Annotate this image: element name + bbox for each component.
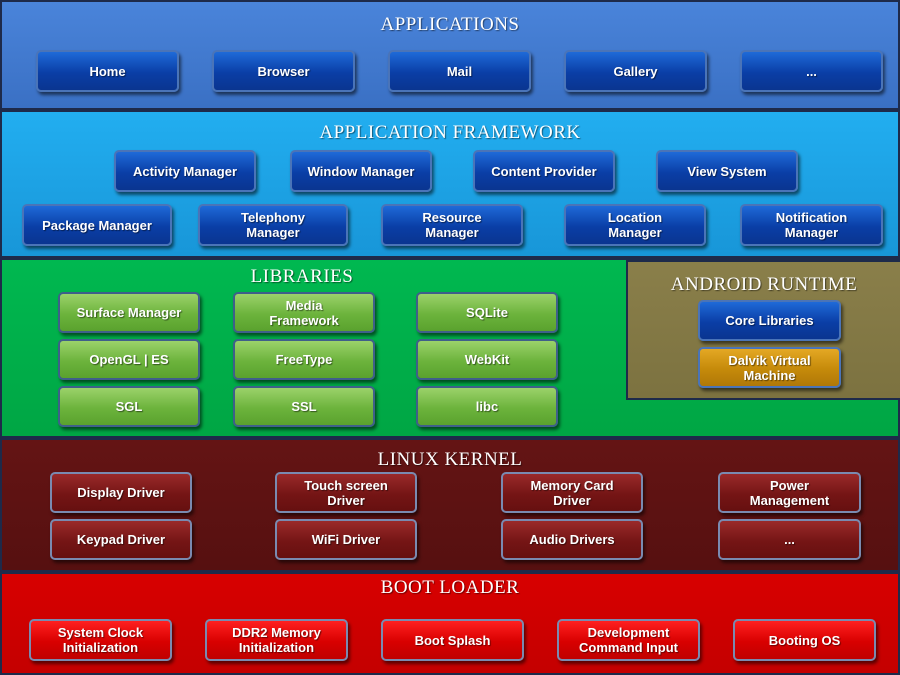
telephony-manager[interactable]: Telephony Manager (198, 204, 348, 246)
applications-title: APPLICATIONS (380, 14, 520, 35)
sqlite[interactable]: SQLite (416, 292, 558, 333)
dalvik-vm[interactable]: Dalvik Virtual Machine (698, 347, 841, 388)
bootloader-layer: BOOT LOADER System Clock Initialization … (0, 572, 900, 675)
system-clock-init[interactable]: System Clock Initialization (29, 619, 172, 661)
applications-layer: APPLICATIONS Home Browser Mail Gallery .… (0, 0, 900, 110)
bootloader-title: BOOT LOADER (380, 577, 520, 598)
app-home[interactable]: Home (36, 50, 179, 92)
app-gallery[interactable]: Gallery (564, 50, 707, 92)
audio-drivers[interactable]: Audio Drivers (501, 519, 643, 560)
boot-splash[interactable]: Boot Splash (381, 619, 524, 661)
ddr2-memory-init[interactable]: DDR2 Memory Initialization (205, 619, 348, 661)
resource-manager[interactable]: Resource Manager (381, 204, 523, 246)
libraries-layer: LIBRARIES Surface Manager Media Framewor… (0, 258, 900, 438)
framework-title: APPLICATION FRAMEWORK (319, 122, 581, 143)
location-manager[interactable]: Location Manager (564, 204, 706, 246)
booting-os[interactable]: Booting OS (733, 619, 876, 661)
runtime-title: ANDROID RUNTIME (670, 274, 858, 295)
runtime-panel: ANDROID RUNTIME Core Libraries Dalvik Vi… (626, 260, 900, 400)
app-more[interactable]: ... (740, 50, 883, 92)
content-provider[interactable]: Content Provider (473, 150, 615, 192)
memory-card-driver[interactable]: Memory Card Driver (501, 472, 643, 513)
webkit[interactable]: WebKit (416, 339, 558, 380)
development-command-input[interactable]: Development Command Input (557, 619, 700, 661)
package-manager[interactable]: Package Manager (22, 204, 172, 246)
window-manager[interactable]: Window Manager (290, 150, 432, 192)
power-management[interactable]: Power Management (718, 472, 861, 513)
notification-manager[interactable]: Notification Manager (740, 204, 883, 246)
freetype[interactable]: FreeType (233, 339, 375, 380)
media-framework[interactable]: Media Framework (233, 292, 375, 333)
app-mail[interactable]: Mail (388, 50, 531, 92)
core-libraries[interactable]: Core Libraries (698, 300, 841, 341)
framework-layer: APPLICATION FRAMEWORK Activity Manager W… (0, 110, 900, 258)
kernel-more[interactable]: ... (718, 519, 861, 560)
ssl[interactable]: SSL (233, 386, 375, 427)
libraries-title: LIBRARIES (250, 266, 354, 287)
touchscreen-driver[interactable]: Touch screen Driver (275, 472, 417, 513)
app-browser[interactable]: Browser (212, 50, 355, 92)
kernel-title: LINUX KERNEL (377, 449, 523, 470)
kernel-layer: LINUX KERNEL Display Driver Touch screen… (0, 438, 900, 572)
wifi-driver[interactable]: WiFi Driver (275, 519, 417, 560)
activity-manager[interactable]: Activity Manager (114, 150, 256, 192)
view-system[interactable]: View System (656, 150, 798, 192)
surface-manager[interactable]: Surface Manager (58, 292, 200, 333)
opengl-es[interactable]: OpenGL | ES (58, 339, 200, 380)
display-driver[interactable]: Display Driver (50, 472, 192, 513)
libc[interactable]: libc (416, 386, 558, 427)
sgl[interactable]: SGL (58, 386, 200, 427)
keypad-driver[interactable]: Keypad Driver (50, 519, 192, 560)
